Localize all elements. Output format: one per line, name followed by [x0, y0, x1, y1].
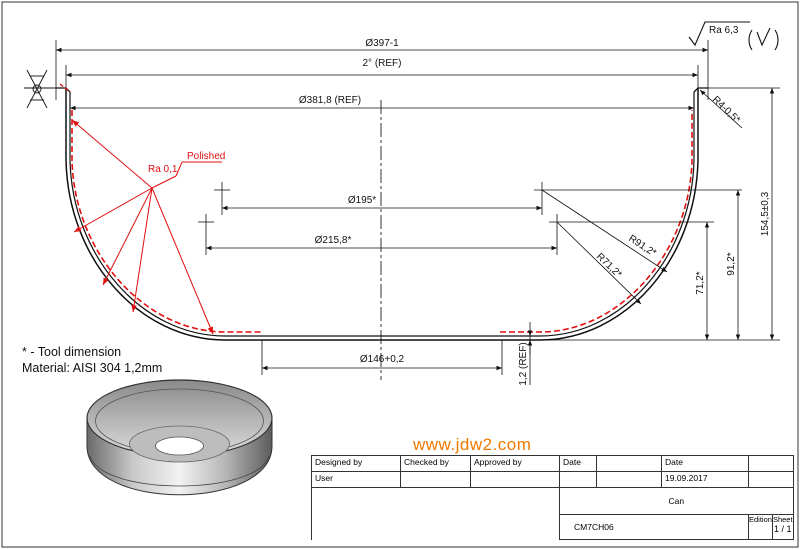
polished-callout-rays: [71, 119, 222, 335]
bowl-profile-inner: [69, 92, 695, 337]
watermark: www.jdw2.com: [413, 435, 532, 454]
date-label-1: Date: [559, 455, 597, 472]
date-value: 19.09.2017: [661, 471, 749, 488]
polished-label: Polished: [187, 151, 225, 162]
section-symbol-icon: [24, 69, 62, 109]
edition-label: Edition: [749, 515, 773, 539]
ra-polished-label: Ra 0,1: [148, 164, 178, 175]
dim-total-height: 154,5±0,3: [760, 191, 771, 236]
can-3d-render: [86, 379, 273, 496]
polished-surface-right: [500, 110, 693, 333]
designed-by-label: Designed by: [311, 455, 401, 472]
approved-by-label: Approved by: [470, 455, 560, 472]
dim-h912: 91,2*: [726, 252, 737, 275]
dim-r712: R71,2*: [594, 251, 624, 280]
sheet-value: 1 / 1: [773, 524, 792, 534]
ra-general: Ra 6,3: [709, 25, 739, 36]
sheet-label: Sheet: [772, 515, 793, 524]
dim-r-edge: R4-0,5*: [710, 94, 742, 126]
polished-surface-left: [71, 110, 262, 333]
polished-surface-rim: [59, 83, 71, 93]
dim-thickness: 1,2 (REF): [518, 342, 529, 385]
dim-ref-angle: 2° (REF): [363, 58, 402, 69]
material-note: Material: AISI 304 1,2mm: [22, 361, 163, 375]
bowl-profile-outer: [65, 88, 699, 341]
dim-d215: Ø215,8*: [315, 235, 352, 246]
checked-by-label: Checked by: [400, 455, 471, 472]
surface-finish-symbol: [688, 21, 779, 51]
dim-d195: Ø195*: [348, 195, 376, 206]
dim-line-r912: [541, 189, 668, 273]
title-block: Designed by Checked by Approved by Date …: [311, 455, 794, 540]
date-label-2: Date: [661, 455, 749, 472]
designer-value: User: [311, 471, 401, 488]
dim-h712: 71,2*: [695, 271, 706, 294]
dim-bottom-diameter: Ø146+0,2: [360, 354, 405, 365]
tool-dimension-note: * - Tool dimension: [22, 345, 122, 359]
drawing-number: CM7CH06: [559, 514, 749, 540]
dim-inner-diameter: Ø381,8 (REF): [299, 95, 361, 106]
dim-line-r-edge: [699, 89, 743, 129]
dim-outer-diameter: Ø397-1: [365, 38, 399, 49]
dim-line-r712: [556, 221, 642, 305]
drawing-title: Can: [559, 487, 794, 515]
